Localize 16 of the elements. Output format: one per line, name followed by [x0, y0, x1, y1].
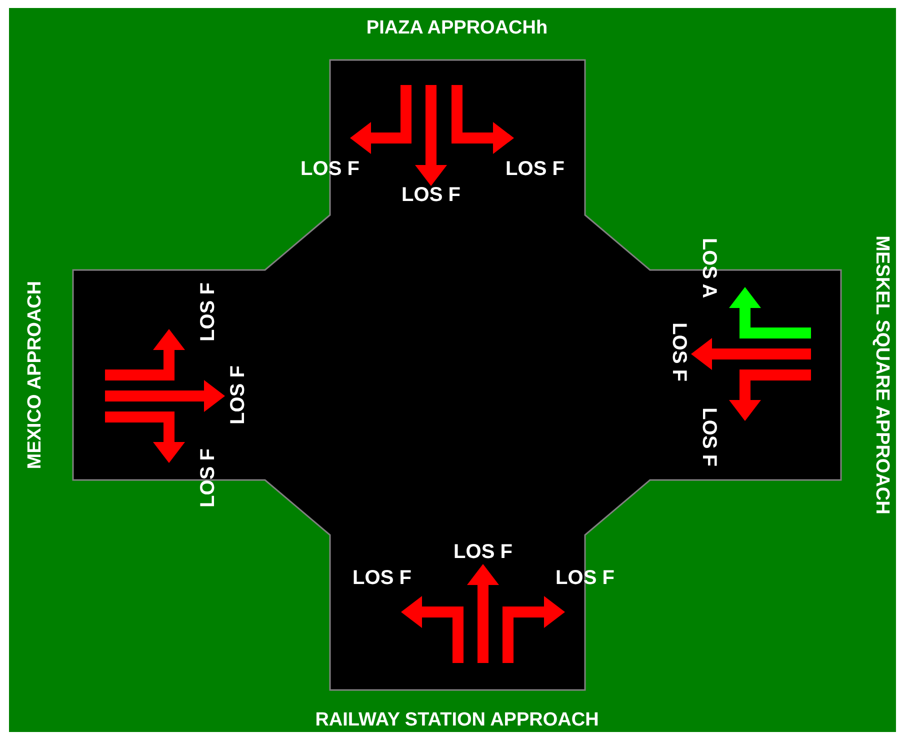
level-of-service-label: LOS F — [699, 408, 719, 466]
level-of-service-label: LOS F — [454, 542, 512, 562]
approach-label: MEXICO APPROACH — [26, 280, 44, 470]
level-of-service-label: LOS F — [300, 159, 360, 179]
level-of-service-label: LOS F — [198, 448, 218, 508]
level-of-service-label: LOS F — [352, 568, 412, 588]
level-of-service-label: LOS F — [669, 322, 689, 382]
level-of-service-label: LOS F — [402, 185, 460, 205]
approach-label: PIAZA APPROACHh — [366, 18, 548, 38]
approach-label: MESKEL SQUARE APPROACH — [872, 236, 892, 514]
level-of-service-label: LOS F — [228, 366, 248, 424]
level-of-service-label: LOS F — [198, 282, 218, 342]
level-of-service-label: LOS F — [556, 568, 614, 588]
approach-label: RAILWAY STATION APPROACH — [315, 710, 599, 730]
level-of-service-label: LOS A — [699, 238, 719, 298]
level-of-service-label: LOS F — [506, 159, 564, 179]
